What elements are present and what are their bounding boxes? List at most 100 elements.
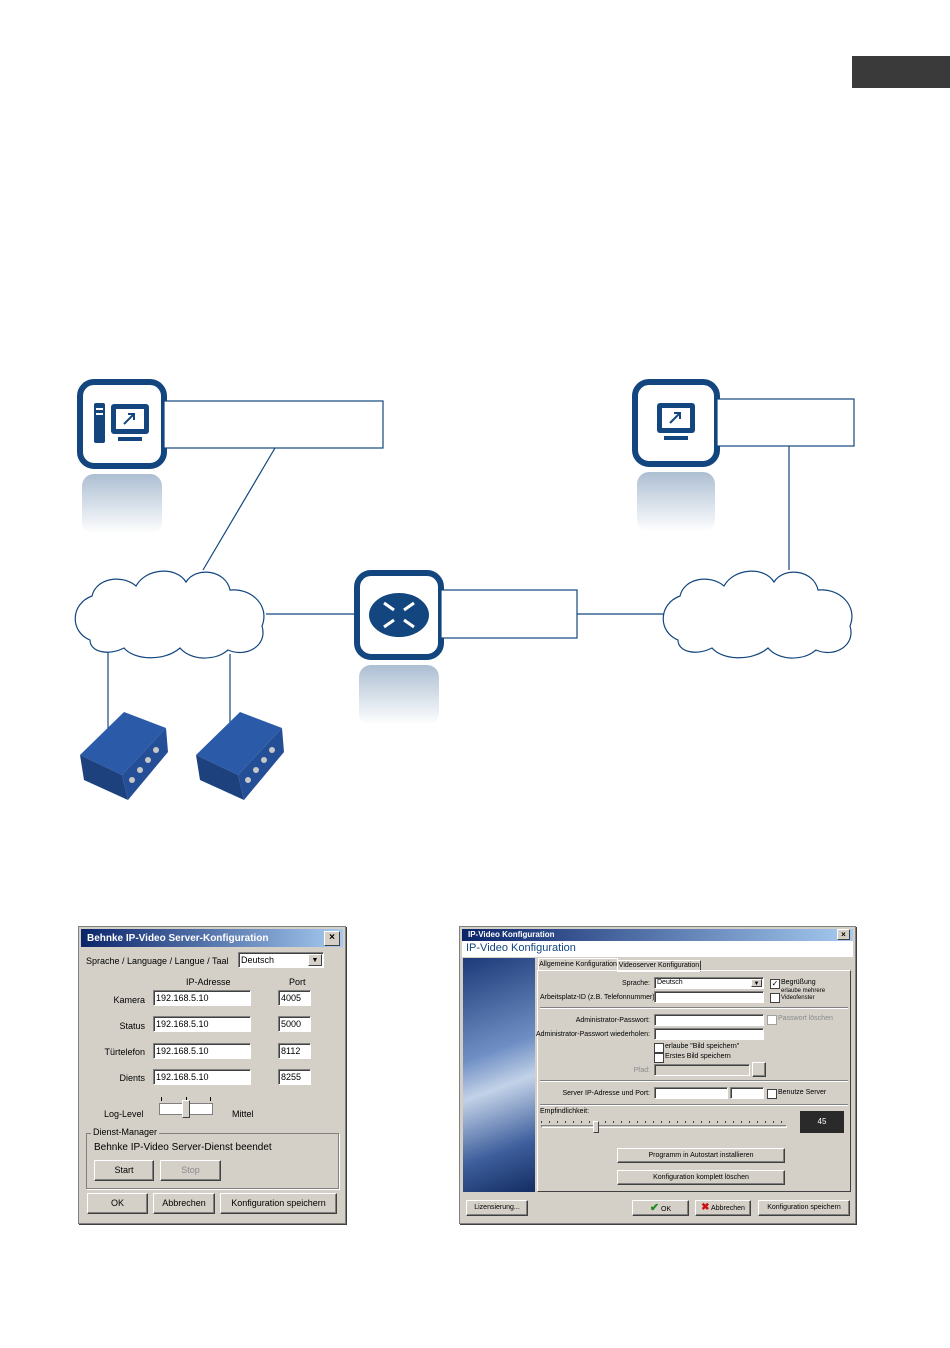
chevron-down-icon[interactable]: ▼ (308, 954, 322, 966)
language-label: Sprache / Language / Langue / Taal (86, 956, 229, 966)
window-title-2: IP-Video Konfiguration (468, 930, 555, 939)
sensitivity-value: 45 (817, 1117, 827, 1126)
stop-button[interactable]: Stop (160, 1160, 221, 1181)
loglevel-value: Mittel (232, 1109, 254, 1119)
network-diagram (74, 379, 855, 800)
save-config-button[interactable]: Konfiguration speichern (220, 1193, 337, 1214)
autostart-button[interactable]: Programm in Autostart installieren (617, 1148, 785, 1163)
language-select-2[interactable]: Deutsch ▼ (654, 977, 764, 989)
multi-window-checkbox[interactable] (770, 993, 780, 1003)
sensitivity-display: 45 (800, 1111, 844, 1133)
sensitivity-slider[interactable] (541, 1117, 787, 1135)
admin-pw-repeat-input[interactable] (654, 1028, 764, 1040)
connection-lines (107, 446, 790, 735)
service-manager-label: Dienst-Manager (91, 1127, 160, 1137)
use-server-checkbox[interactable] (767, 1089, 777, 1099)
chapter-tab-marker (852, 56, 950, 88)
slider-track (541, 1125, 787, 1128)
server-label: Server IP-Adresse und Port: (562, 1090, 650, 1097)
first-image-checkbox[interactable] (654, 1053, 664, 1063)
welcome-checkbox[interactable]: ✓ (770, 979, 780, 989)
ip-video-config-window: IP-Video Konfiguration × IP-Video Konfig… (459, 926, 856, 1224)
separator-2 (540, 1080, 848, 1082)
loglevel-slider[interactable] (159, 1097, 213, 1119)
cloud-left (74, 570, 265, 659)
browse-path-button[interactable] (752, 1062, 766, 1077)
workplace-label: Arbeitsplatz-ID (z.B. Telefonnummer) (540, 994, 655, 1001)
path-input[interactable] (654, 1064, 750, 1076)
kamera-port-input[interactable]: 4005 (278, 990, 311, 1006)
loglevel-label: Log-Level (104, 1109, 144, 1119)
slider-thumb-2[interactable] (593, 1121, 599, 1133)
ok-label-2: OK (661, 1206, 672, 1213)
window-title: Behnke IP-Video Server-Konfiguration (87, 933, 269, 944)
pc-client-icon (632, 379, 855, 532)
save-config-button-2[interactable]: Konfiguration speichern (758, 1200, 850, 1216)
row-label-tuertelefon: Türtelefon (104, 1047, 145, 1057)
header-band: IP-Video Konfiguration (462, 941, 853, 957)
header-title: IP-Video Konfiguration (466, 942, 576, 954)
dients-ip-input[interactable]: 192.168.5.10 (153, 1069, 251, 1085)
kamera-ip-input[interactable]: 192.168.5.10 (153, 990, 251, 1006)
tuertelefon-port-input[interactable]: 8112 (278, 1043, 311, 1059)
admin-pw-label: Administrator-Passwort: (575, 1017, 650, 1024)
language-select-value: Deutsch (241, 955, 275, 965)
cancel-label-2: Abbrechen (711, 1205, 745, 1212)
allow-save-checkbox[interactable] (654, 1043, 664, 1053)
chevron-down-icon-2[interactable]: ▼ (751, 979, 762, 987)
path-label: Pfad: (633, 1067, 650, 1074)
cancel-button-2[interactable]: ✖ Abbrechen (695, 1200, 751, 1216)
use-server-label: Benutze Server (778, 1089, 827, 1096)
slider-thumb[interactable] (182, 1100, 190, 1118)
delete-config-button[interactable]: Konfiguration komplett löschen (617, 1170, 785, 1185)
language-label-2: Sprache: (621, 980, 650, 987)
slider-ticks (541, 1121, 787, 1123)
row-label-status: Status (119, 1021, 145, 1031)
status-port-input[interactable]: 5000 (278, 1016, 311, 1032)
license-button[interactable]: Lizensierung... (466, 1200, 528, 1216)
service-status-text: Behnke IP-Video Server-Dienst beendet (94, 1142, 272, 1153)
service-manager-group (86, 1133, 339, 1189)
language-select[interactable]: Deutsch ▼ (238, 952, 324, 968)
multi-window-label: erlaube mehrere Videofenster (781, 988, 826, 1001)
workplace-input[interactable] (654, 991, 764, 1003)
router-icon (354, 570, 578, 725)
ok-button-2[interactable]: ✔ OK (632, 1200, 689, 1216)
server-config-window: Behnke IP-Video Server-Konfiguration × S… (78, 926, 346, 1224)
welcome-label: Begrüßung (781, 979, 816, 986)
window-titlebar-2: IP-Video Konfiguration × (462, 929, 853, 941)
dients-port-input[interactable]: 8255 (278, 1069, 311, 1085)
port-column-header: Port (289, 977, 306, 987)
video-server-device-1 (80, 712, 168, 800)
sensitivity-label: Empfindlichkeit: (540, 1108, 590, 1115)
ok-button[interactable]: OK (87, 1193, 148, 1214)
cloud-right (662, 570, 853, 659)
x-icon: ✖ (701, 1202, 710, 1213)
admin-pw-input[interactable] (654, 1014, 764, 1026)
start-button[interactable]: Start (94, 1160, 154, 1181)
close-icon-2[interactable]: × (837, 929, 850, 940)
separator-1 (540, 1007, 848, 1009)
pc-server-icon (77, 379, 384, 534)
server-port-input[interactable] (730, 1087, 764, 1099)
tab-panel (537, 970, 851, 1192)
window-titlebar: Behnke IP-Video Server-Konfiguration × (81, 929, 343, 947)
status-ip-input[interactable]: 192.168.5.10 (153, 1016, 251, 1032)
admin-pw-repeat-label: Administrator-Passwort wiederholen: (536, 1031, 650, 1038)
first-image-label: Erstes Bild speichern (665, 1053, 731, 1060)
ip-column-header: IP-Adresse (186, 977, 231, 987)
server-ip-input[interactable] (654, 1087, 728, 1099)
cancel-button[interactable]: Abbrechen (153, 1193, 215, 1214)
video-server-device-2 (196, 712, 284, 800)
tab-general-label: Allgemeine Konfiguration (539, 961, 617, 968)
close-icon[interactable]: × (324, 931, 340, 946)
delete-pw-checkbox[interactable] (767, 1015, 777, 1025)
tab-videoserver-label: Videoserver Konfiguration (618, 962, 700, 969)
allow-save-label: erlaube "Bild speichern" (665, 1043, 740, 1050)
check-icon: ✔ (649, 1202, 660, 1214)
row-label-dients: Dients (119, 1073, 145, 1083)
language-select-2-value: Deutsch (657, 979, 683, 986)
separator-3 (540, 1104, 848, 1106)
tuertelefon-ip-input[interactable]: 192.168.5.10 (153, 1043, 251, 1059)
tab-videoserver[interactable]: Videoserver Konfiguration (617, 960, 701, 972)
